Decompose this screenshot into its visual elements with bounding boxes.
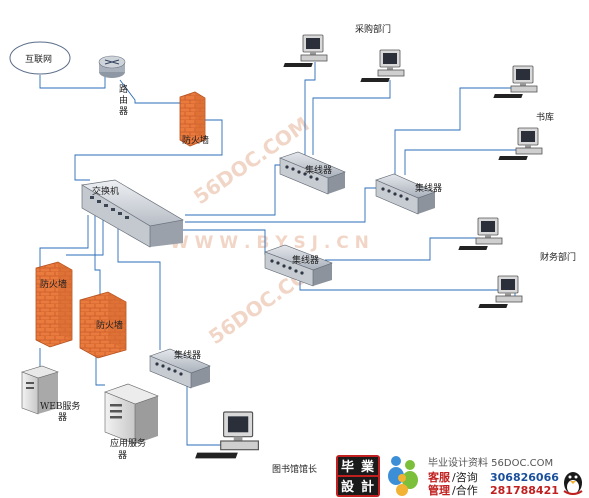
footer-logo: 毕 業 設 計 xyxy=(336,455,380,497)
logo-char-4: 計 xyxy=(361,479,374,495)
router-label-3: 器 xyxy=(119,106,128,117)
footer-row1-number: 306826066 xyxy=(490,471,559,484)
hub-upper-left: 集线器 xyxy=(279,151,346,195)
firewall-center: 防火墙 xyxy=(79,291,127,359)
hub-upper-right-label: 集线器 xyxy=(415,182,442,194)
app-server-label-2: 器 xyxy=(118,450,127,461)
internet-cloud: 互联网 xyxy=(9,41,71,75)
hub-middle: 集线器 xyxy=(264,244,333,287)
firewall-left: 防火墙 xyxy=(35,261,73,348)
penguin-icon xyxy=(563,472,583,495)
purchasing-dept-label: 采购部门 xyxy=(355,23,391,35)
bookstore-label: 书库 xyxy=(536,111,554,123)
app-server-label-1: 应用服务 xyxy=(110,437,146,449)
firewall-top: 防火墙 xyxy=(179,91,209,147)
web-server-label-2: 器 xyxy=(58,412,67,423)
internet-label: 互联网 xyxy=(25,54,52,65)
footer-row1-label-a: 客服 xyxy=(427,470,451,484)
footer-site-line: 毕业设计资料 56DOC.COM xyxy=(428,456,553,469)
footer-row1-label-b: /咨询 xyxy=(452,470,478,484)
hub-lower: 集线器 xyxy=(149,348,211,389)
router: 路 由 器 xyxy=(98,55,128,117)
firewall-top-label: 防火墙 xyxy=(182,134,209,146)
logo-char-3: 設 xyxy=(341,479,355,495)
hub-middle-label: 集线器 xyxy=(292,254,319,266)
finance-dept-label: 财务部门 xyxy=(540,251,576,263)
connection-lines xyxy=(39,62,520,446)
hub-lower-label: 集线器 xyxy=(174,349,201,361)
app-server: 应用服务 器 xyxy=(104,383,159,461)
footer-row2-label-a: 管理 xyxy=(428,483,450,497)
footer-row2-label-b: /合作 xyxy=(452,483,478,497)
switch: 交换机 xyxy=(80,179,184,248)
hub-upper-right: 集线器 xyxy=(375,173,442,215)
switch-label: 交换机 xyxy=(92,185,119,197)
firewall-left-label: 防火墙 xyxy=(40,278,67,290)
librarian-label: 图书馆馆长 xyxy=(272,463,317,475)
watermark-2: W W W . B Y S J . C N xyxy=(170,233,369,253)
web-server: WEB服务 器 xyxy=(21,365,80,423)
web-server-label-1: WEB服务 xyxy=(40,400,80,412)
people-icon xyxy=(388,456,418,496)
footer-row2-number: 281788421 xyxy=(490,484,559,497)
router-label-2: 由 xyxy=(119,94,128,106)
hub-upper-left-label: 集线器 xyxy=(305,164,332,176)
logo-char-2: 業 xyxy=(360,459,375,475)
router-label-1: 路 xyxy=(119,83,128,95)
firewall-center-label: 防火墙 xyxy=(96,319,123,331)
logo-char-1: 毕 xyxy=(341,459,354,475)
